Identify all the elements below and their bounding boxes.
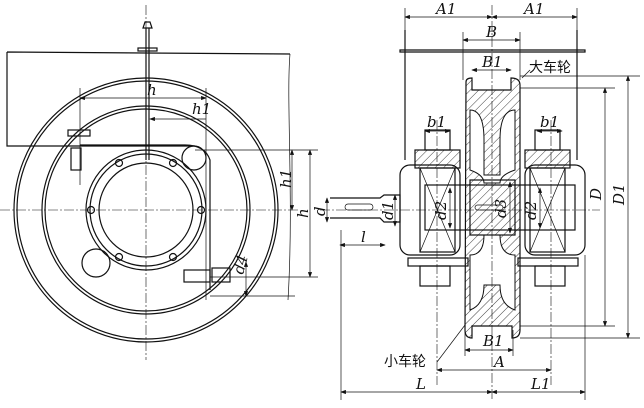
label-d2-left: d2 — [432, 201, 450, 220]
label-L1: L1 — [530, 375, 551, 393]
label-L: L — [415, 375, 426, 393]
lug-hole-bottom — [81, 248, 111, 278]
label-small-wheel: 小车轮 — [384, 353, 426, 370]
block-left — [424, 129, 451, 151]
label-b1-right: b1 — [540, 113, 559, 131]
label-A: A — [492, 353, 505, 371]
bolt-plate-left — [407, 257, 469, 267]
label-d3: d3 — [492, 199, 510, 218]
label-d2-right: d2 — [522, 201, 540, 220]
label-l: l — [361, 228, 366, 246]
label-b1-left: b1 — [427, 113, 446, 131]
bracket — [80, 144, 211, 290]
label-D1: D1 — [610, 183, 628, 206]
label-A1-right: A1 — [522, 0, 544, 18]
label-A1-left: A1 — [434, 0, 456, 18]
label-B1-top: B1 — [481, 53, 503, 71]
label-h-top: h — [147, 81, 157, 99]
label-h1-top: h1 — [192, 100, 211, 118]
label-B: B — [485, 23, 497, 41]
bolt-left — [70, 147, 82, 171]
shaft — [424, 184, 576, 231]
block-right — [534, 129, 561, 151]
break-line — [287, 53, 291, 301]
beam-top — [399, 49, 586, 53]
label-B1-bottom: B1 — [482, 332, 504, 350]
label-d4: d4 — [229, 253, 251, 276]
end-view: h h1 h1 h d d4 — [0, 5, 330, 360]
bolt-plate-right — [517, 257, 579, 267]
shaft-end — [330, 194, 401, 223]
wheel-web-void-bottom — [469, 234, 516, 311]
label-d1: d1 — [379, 201, 397, 220]
section-view: A1 A1 B B1 大车轮 b1 b1 D D1 d1 d2 d3 d2 l … — [320, 0, 640, 400]
wheel-web-void-top — [469, 109, 516, 184]
label-D: D — [587, 188, 605, 201]
label-h1-side: h1 — [277, 169, 295, 188]
label-d: d — [311, 206, 329, 216]
bolt-bottom — [183, 269, 211, 283]
label-h-side: h — [294, 208, 312, 218]
label-big-wheel: 大车轮 — [529, 59, 571, 76]
